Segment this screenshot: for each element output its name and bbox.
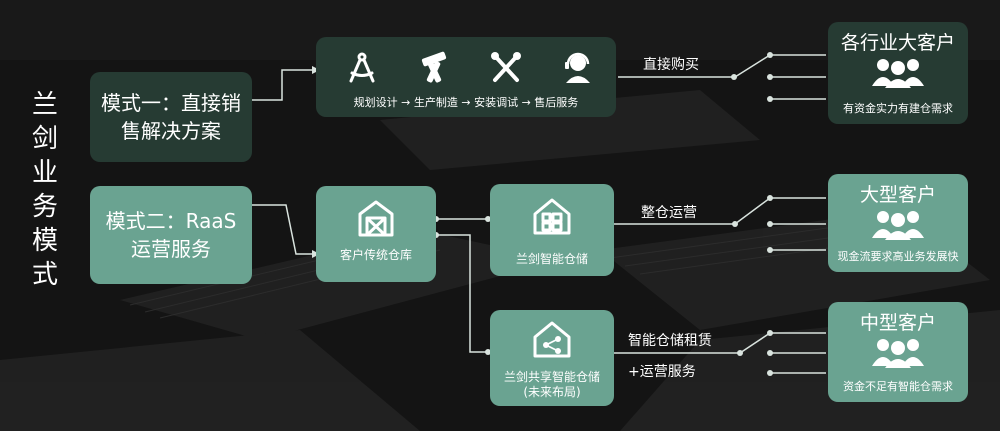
smart-warehouse-label: 兰剑智能仓储: [515, 252, 588, 266]
smart-home-grid-icon: [533, 198, 571, 235]
barn-icon: [358, 200, 394, 237]
traditional-warehouse-box: 客户传统仓库: [316, 186, 436, 282]
edge-label-overall-operation: 整仓运营: [641, 205, 697, 221]
process-box: 规划设计 → 生产制造 → 安装调试 → 售后服务: [316, 37, 616, 117]
customer-box-large: 大型客户 现金流要求高业务发展快: [828, 174, 968, 272]
edge-label-direct-purchase: 直接购买: [643, 57, 699, 73]
shared-warehouse-label: 兰剑共享智能仓储 (未来布局): [503, 370, 600, 399]
users-group-icon: [872, 59, 924, 88]
customer-box-medium: 中型客户 资金不足有智能仓需求: [828, 302, 968, 402]
mode2-line2: 运营服务: [130, 237, 211, 261]
headset-support-icon: [565, 52, 590, 83]
mode1-box: 模式一：直接销 售解决方案: [90, 72, 252, 162]
shared-warehouse-box: 兰剑共享智能仓储 (未来布局): [490, 310, 614, 406]
edge-label-rental: 智能仓储租赁: [628, 333, 712, 349]
customer-subtitle: 有资金实力有建仓需求: [843, 102, 953, 115]
compass-icon: [349, 52, 375, 83]
page-title: 兰 剑 业 务 模 式: [31, 90, 58, 290]
traditional-warehouse-label: 客户传统仓库: [339, 248, 412, 262]
hammer-wrench-icon: [421, 51, 447, 83]
customer-subtitle: 现金流要求高业务发展快: [837, 250, 959, 263]
edge-label-operation-service: +运营服务: [628, 364, 696, 380]
mode2-line1: 模式二：RaaS: [105, 209, 237, 233]
users-group-icon: [872, 339, 924, 368]
mode1-line2: 售解决方案: [121, 119, 221, 143]
customer-box-industry-large: 各行业大客户 有资金实力有建仓需求: [828, 22, 968, 124]
smart-warehouse-box: 兰剑智能仓储: [490, 184, 614, 276]
mode2-box: 模式二：RaaS 运营服务: [90, 186, 252, 284]
share-home-icon: [533, 321, 571, 358]
process-caption: 规划设计 → 生产制造 → 安装调试 → 售后服务: [353, 96, 579, 109]
customer-title: 中型客户: [859, 312, 936, 334]
customer-title: 大型客户: [859, 184, 936, 206]
users-group-icon: [872, 211, 924, 240]
customer-subtitle: 资金不足有智能仓需求: [843, 380, 953, 393]
customer-title: 各行业大客户: [840, 32, 955, 54]
mode1-line1: 模式一：直接销: [101, 91, 241, 115]
wrench-screwdriver-icon: [491, 52, 521, 82]
